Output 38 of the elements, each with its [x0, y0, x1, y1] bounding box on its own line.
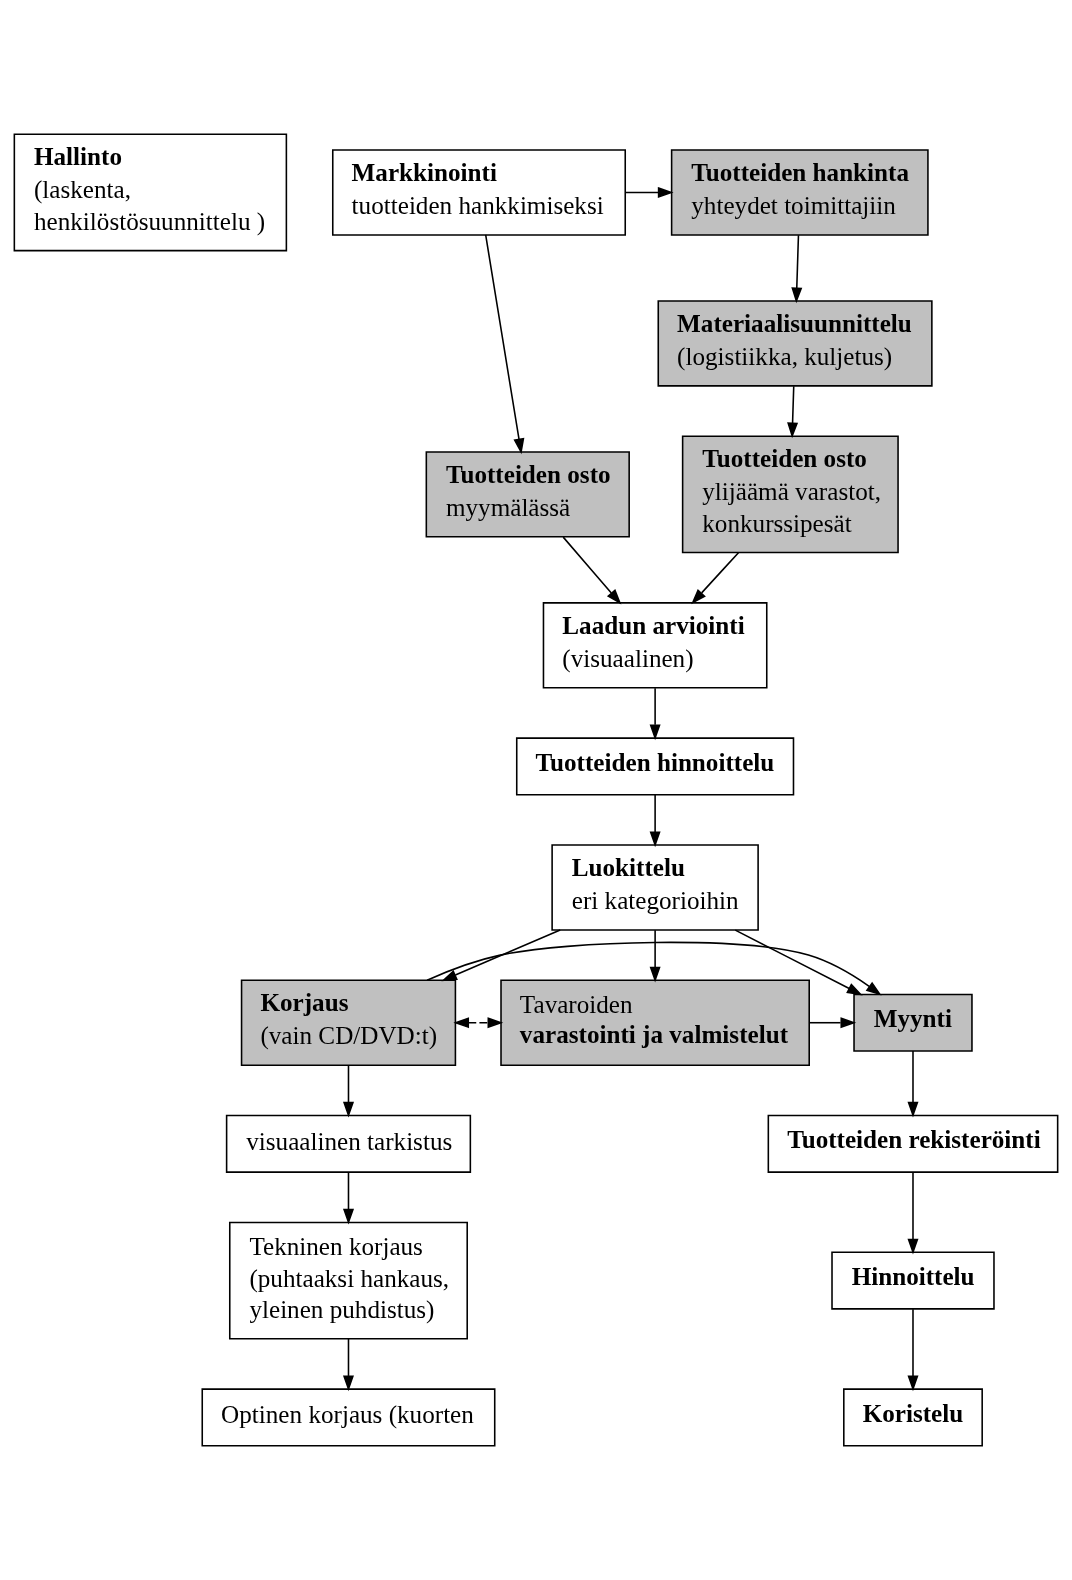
arrow [342, 1171, 354, 1225]
arrow [484, 234, 525, 455]
node-box: Tekninen korjaus (puhtaaksi hankaus, yleinen puhdistus) [229, 1221, 468, 1340]
arrow [624, 186, 674, 198]
node-box: Korjaus (vain CD/DVD:t) [240, 979, 457, 1066]
arrow [342, 1338, 354, 1392]
arrow [808, 1017, 857, 1029]
arrow [907, 1171, 919, 1255]
arrow [691, 551, 740, 605]
node-box: Myynti [853, 993, 973, 1052]
arrow [791, 234, 803, 304]
arrow [426, 941, 882, 996]
arrow [649, 687, 661, 741]
node-box: Tuotteiden hinnoittelu [515, 737, 795, 796]
node-box: Laadun arviointi (visuaalinen) [542, 602, 768, 689]
node-box: Optinen korjaus (kuorten [201, 1388, 496, 1447]
arrow [787, 385, 799, 439]
arrow [649, 929, 661, 983]
node-box: Tuotteiden hankinta yhteydet toimittajiin [670, 149, 929, 236]
node-box: Luokittelu eri kategorioihin [551, 844, 759, 931]
node-box: Tuotteiden osto myymälässä [425, 451, 630, 538]
arrow [907, 1308, 919, 1392]
node-box: Hallinto (laskenta, henkilöstösuunnittelu ) [13, 133, 288, 252]
node-box: Materiaalisuunnittelu (logistiikka, kuljetus) [657, 300, 933, 387]
arrow [562, 536, 622, 605]
node-box: Tuotteiden osto ylijäämä varastot, konkurssipesät [681, 435, 899, 554]
node-box: Markkinointi tuotteiden hankkimiseksi [331, 149, 627, 236]
arrow [734, 929, 863, 996]
node-box: visuaalinen tarkistus [225, 1114, 472, 1173]
arrow [907, 1050, 919, 1118]
arrow [649, 793, 661, 848]
node-box: Tuotteiden rekisteröinti [767, 1114, 1059, 1173]
node-box: Tavaroiden varastointi ja valmistelut [500, 979, 810, 1066]
arrow [453, 1017, 504, 1029]
node-box: Hinnoittelu [831, 1251, 995, 1310]
arrow [441, 929, 561, 982]
arrow [342, 1064, 354, 1118]
node-box: Koristelu [843, 1388, 983, 1447]
